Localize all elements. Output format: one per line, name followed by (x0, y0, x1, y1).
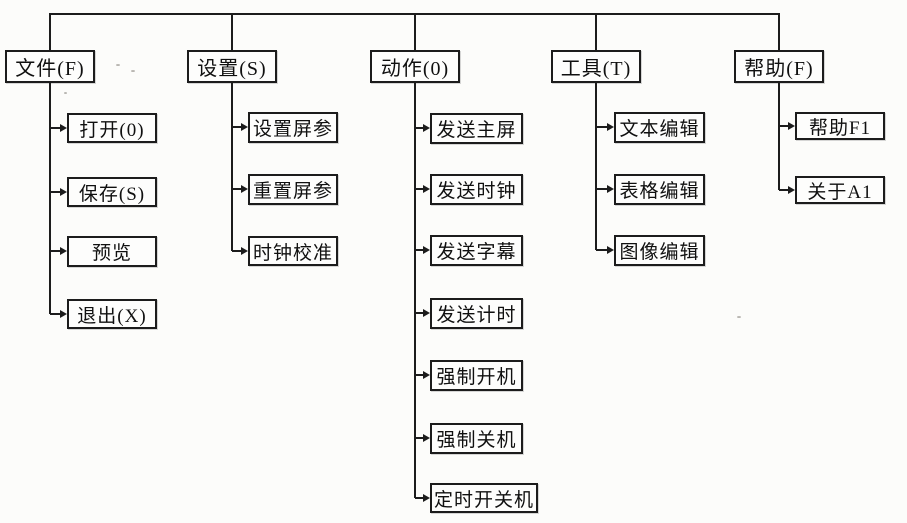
menu-item-force-power-on: 强制开机 (430, 360, 523, 391)
menu-item-file-preview: 预览 (67, 236, 157, 267)
file-branch-line (49, 13, 61, 315)
menu-item-help-f1: 帮助F1 (795, 112, 885, 140)
menu-item-send-clock: 发送时钟 (430, 174, 523, 205)
tools-arrowhead-icons (607, 123, 614, 254)
menu-item-about-a1: 关于A1 (795, 176, 885, 204)
scan-speck (64, 92, 67, 94)
menu-item-clock-calibration: 时钟校准 (248, 236, 338, 266)
scan-speck (737, 316, 741, 318)
menu-item-table-editor: 表格编辑 (614, 174, 705, 205)
menu-item-scheduled-power: 定时开关机 (430, 483, 538, 513)
menu-settings: 设置(S) (187, 50, 277, 83)
menu-item-send-subtitle: 发送字幕 (430, 235, 523, 266)
help-arrowhead-icons (788, 122, 795, 194)
settings-branch-line (231, 13, 242, 252)
menu-item-send-timer: 发送计时 (430, 298, 523, 329)
help-branch-line (778, 13, 789, 191)
settings-arrowhead-icons (241, 123, 248, 255)
menu-item-send-main-screen: 发送主屏 (430, 113, 523, 144)
scan-speck (131, 70, 135, 72)
tools-branch-line (595, 13, 608, 251)
action-branch-line (414, 13, 424, 499)
menu-action: 动作(0) (370, 50, 460, 83)
menu-item-file-save: 保存(S) (67, 177, 157, 207)
menu-file: 文件(F) (5, 50, 95, 83)
file-arrowhead-icons (60, 124, 67, 318)
menu-item-file-exit: 退出(X) (67, 299, 157, 329)
scan-speck (116, 64, 120, 66)
menu-item-file-open: 打开(0) (67, 113, 157, 143)
menu-item-force-power-off: 强制关机 (430, 423, 523, 454)
menu-item-text-editor: 文本编辑 (614, 112, 705, 143)
menu-tools: 工具(T) (551, 50, 641, 83)
action-arrowhead-icons (423, 124, 430, 502)
menu-help: 帮助(F) (734, 50, 824, 83)
menu-item-reset-screen-params: 重置屏参 (248, 174, 338, 205)
menu-item-set-screen-params: 设置屏参 (248, 112, 338, 143)
menu-item-image-editor: 图像编辑 (614, 235, 705, 266)
